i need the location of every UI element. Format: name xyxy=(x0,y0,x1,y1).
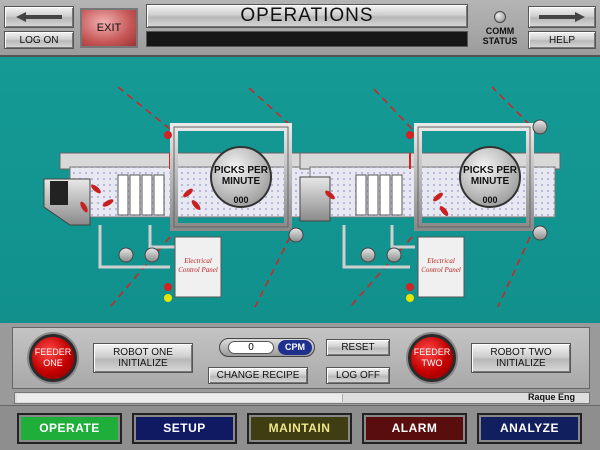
nav-analyze-button[interactable]: ANALYZE xyxy=(477,413,582,444)
nav-alarm-button[interactable]: ALARM xyxy=(362,413,467,444)
exit-button[interactable]: EXIT xyxy=(80,8,138,48)
exit-label: EXIT xyxy=(96,22,122,34)
control-panel: FEEDER ONE ROBOT ONE INITIALIZE 0 CPM CH… xyxy=(12,327,590,389)
picks-per-minute-label-two: PICKS PER MINUTE xyxy=(463,165,517,187)
status-message-bar xyxy=(146,31,468,47)
robot-two-initialize-label: ROBOT TWO INITIALIZE xyxy=(490,347,552,369)
ticker-segment xyxy=(17,394,343,402)
help-button[interactable]: HELP xyxy=(528,31,596,49)
log-on-label: LOG ON xyxy=(19,34,59,46)
reset-button[interactable]: RESET xyxy=(326,339,390,356)
nav-setup-label: SETUP xyxy=(163,421,206,435)
nav-operate-button[interactable]: OPERATE xyxy=(17,413,122,444)
robot-two-initialize-button[interactable]: ROBOT TWO INITIALIZE xyxy=(471,343,571,373)
log-off-label: LOG OFF xyxy=(336,370,380,381)
nav-analyze-label: ANALYZE xyxy=(499,421,560,435)
picks-per-minute-value-two: 000 xyxy=(482,195,498,205)
help-label: HELP xyxy=(548,34,576,46)
feeder-two-label: FEEDER TWO xyxy=(413,347,451,368)
change-recipe-label: CHANGE RECIPE xyxy=(216,370,300,381)
arrow-right-icon xyxy=(539,12,585,22)
nav-alarm-label: ALARM xyxy=(391,421,438,435)
change-recipe-button[interactable]: CHANGE RECIPE xyxy=(208,367,308,384)
log-off-button[interactable]: LOG OFF xyxy=(326,367,390,384)
forward-button[interactable] xyxy=(528,6,596,28)
process-view: PICKS PER MINUTE 000 Electrical Control … xyxy=(0,57,600,323)
robot-cell-two xyxy=(299,86,561,308)
robot-cell-one xyxy=(43,86,311,308)
robot-one-initialize-label: ROBOT ONE INITIALIZE xyxy=(113,347,173,369)
navigation-bar: OPERATE SETUP MAINTAIN ALARM ANALYZE xyxy=(0,405,600,450)
feeder-two-button[interactable]: FEEDER TWO xyxy=(408,334,456,382)
picks-per-minute-value-one: 000 xyxy=(233,195,249,205)
page-title: OPERATIONS xyxy=(146,4,468,28)
nav-operate-label: OPERATE xyxy=(39,421,100,435)
page-title-text: OPERATIONS xyxy=(240,5,374,26)
company-label: Raque Eng xyxy=(527,392,575,402)
cpm-unit-label: CPM xyxy=(278,340,312,355)
process-diagram xyxy=(43,86,561,308)
robot-one-initialize-button[interactable]: ROBOT ONE INITIALIZE xyxy=(93,343,193,373)
arrow-left-icon xyxy=(16,12,62,22)
electrical-control-panel-one: Electrical Control Panel xyxy=(178,257,218,274)
feeder-one-button[interactable]: FEEDER ONE xyxy=(29,334,77,382)
nav-maintain-button[interactable]: MAINTAIN xyxy=(247,413,352,444)
reset-label: RESET xyxy=(341,342,375,353)
comm-status-label: COMM STATUS xyxy=(482,26,518,46)
header-bar: LOG ON EXIT OPERATIONS COMM STATUS HELP xyxy=(0,0,600,57)
back-button[interactable] xyxy=(4,6,74,28)
cpm-display: 0 CPM xyxy=(219,338,315,357)
nav-setup-button[interactable]: SETUP xyxy=(132,413,237,444)
picks-per-minute-label-one: PICKS PER MINUTE xyxy=(214,165,268,187)
log-on-button[interactable]: LOG ON xyxy=(4,31,74,49)
feeder-one-label: FEEDER ONE xyxy=(34,347,72,368)
electrical-control-panel-two: Electrical Control Panel xyxy=(421,257,461,274)
nav-maintain-label: MAINTAIN xyxy=(268,421,331,435)
comm-status-indicator xyxy=(494,11,506,23)
message-ticker: Raque Eng xyxy=(14,392,590,404)
cpm-value: 0 xyxy=(228,341,274,354)
